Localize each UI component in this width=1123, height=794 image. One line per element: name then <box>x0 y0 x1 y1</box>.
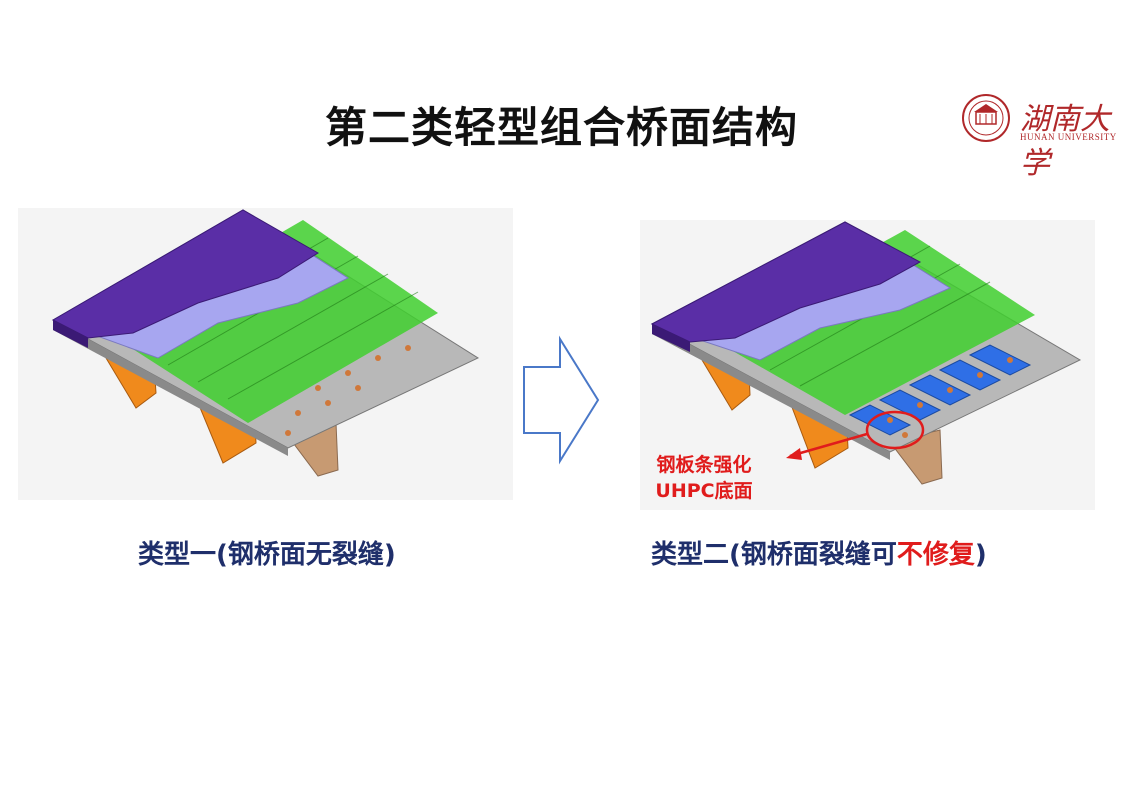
caption-type-one: 类型一(钢桥面无裂缝) <box>138 540 396 570</box>
caption-type-two-highlight: 不修复 <box>896 540 975 570</box>
university-logo: 湖南大学 HUNAN UNIVERSITY <box>960 92 1120 181</box>
logo-name-en: HUNAN UNIVERSITY <box>1020 132 1117 142</box>
annotation-line-2: UHPC底面 <box>655 480 753 502</box>
steel-strip-annotation: 钢板条强化 UHPC底面 <box>640 452 768 504</box>
deck-type-two-figure <box>640 220 1095 510</box>
caption-type-two: 类型二(钢桥面裂缝可不修复) <box>651 534 987 571</box>
deck-type-one-figure <box>18 208 513 500</box>
university-seal-icon <box>962 94 1010 142</box>
logo-name-cn: 湖南大学 <box>1020 102 1110 181</box>
caption-type-two-suffix: ) <box>974 540 987 570</box>
annotation-line-1: 钢板条强化 <box>656 454 752 476</box>
transition-arrow-icon <box>523 335 600 465</box>
page-title: 第二类轻型组合桥面结构 <box>324 103 798 152</box>
caption-type-two-prefix: 类型二(钢桥面裂缝可 <box>651 540 897 570</box>
highlight-circle <box>865 410 925 450</box>
